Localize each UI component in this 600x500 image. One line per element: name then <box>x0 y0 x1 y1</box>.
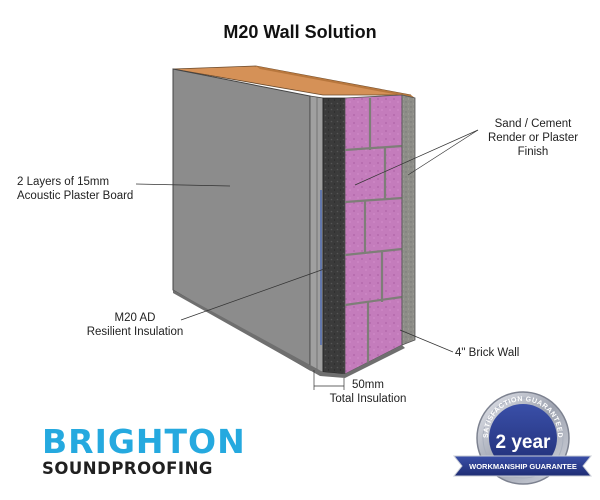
guarantee-badge: SATISFACTION GUARANTEED 2 year WORKMANSH… <box>452 391 593 485</box>
brighton-logo: BRIGHTON SOUNDPROOFING <box>42 425 247 479</box>
label-insulation: M20 AD Resilient Insulation <box>86 312 184 338</box>
render-layer <box>401 94 416 346</box>
label-brick: 4" Brick Wall <box>455 347 520 359</box>
label-total-insulation: 50mm Total Insulation <box>329 379 407 405</box>
badge-ribbon-text: WORKMANSHIP GUARANTEE <box>469 462 577 471</box>
badge-main-text: 2 year <box>496 432 552 453</box>
label-render: Sand / Cement Render or Plaster Finish <box>487 118 579 158</box>
insulation-layer <box>322 97 346 375</box>
logo-soundproofing-text: SOUNDPROOFING <box>42 459 213 478</box>
label-plasterboard: 2 Layers of 15mm Acoustic Plaster Board <box>17 176 134 202</box>
logo-brighton-text: BRIGHTON <box>42 422 246 461</box>
brick-layer <box>344 94 403 375</box>
diagram-title: M20 Wall Solution <box>223 22 377 42</box>
